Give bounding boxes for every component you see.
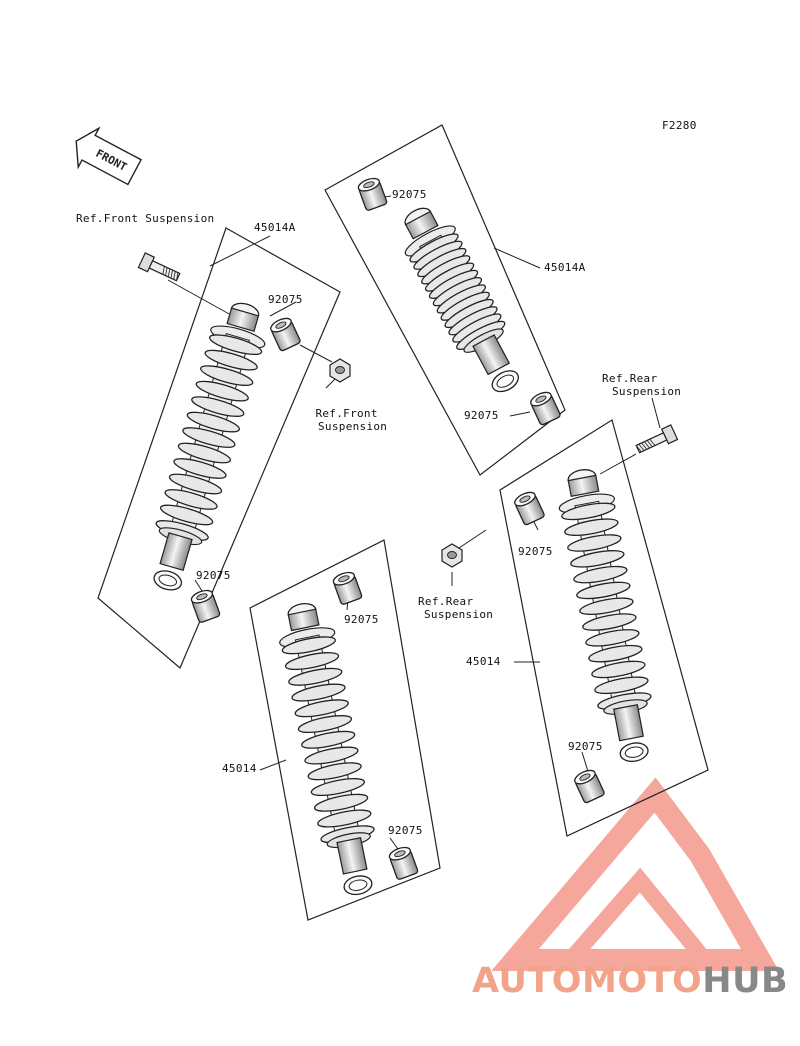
bolt-rear-suspension [635, 424, 679, 454]
shock-absorber-45014-bottom [279, 603, 375, 896]
assembly-frame-45014-bottom [249, 539, 441, 921]
part-number-45014-bottom: 45014 [222, 762, 257, 775]
watermark-logo [491, 777, 779, 971]
shock-absorber-45014A-top [404, 207, 519, 393]
ref-rear-line2: Suspension [612, 384, 682, 398]
bushing-92075-top-top [357, 177, 388, 211]
ref-front-line2: Suspension [318, 419, 388, 433]
part-number-45014A-left: 45014A [254, 221, 296, 234]
part-number-45014A-top: 45014A [544, 261, 586, 274]
bushing-92075-top-bottom [530, 391, 561, 426]
ref-front-suspension-label-mid: Ref.Front Suspension [306, 407, 388, 433]
watermark-text-hub: HUB [702, 961, 789, 1001]
ref-rear-line1: Ref.Rear [602, 372, 658, 385]
ref-rear-suspension-label-mid: Ref.Rear Suspension [418, 595, 494, 621]
part-number-92075-right-top: 92075 [518, 545, 553, 558]
bushing-92075-right-bottom [574, 769, 605, 804]
front-arrow-icon: FRONT [75, 126, 143, 186]
assembly-frame-45014A-left [97, 227, 341, 669]
watermark-text-automoto: AUTOMOTO [472, 961, 703, 1001]
bushing-92075-left-bottom [190, 589, 221, 623]
nut-front-suspension [329, 358, 351, 383]
ref-front-line1: Ref.Front [315, 407, 378, 420]
part-number-92075-right-bottom: 92075 [568, 740, 603, 753]
bolt-front-suspension [137, 252, 181, 282]
part-number-92075-left-top: 92075 [268, 293, 303, 306]
ref-rear-line1-b: Ref.Rear [418, 595, 474, 608]
nut-rear-suspension [441, 543, 463, 568]
assembly-frame-45014A-top [324, 124, 566, 476]
bushing-92075-bottom-bottom [388, 846, 419, 880]
figure-code: F2280 [662, 119, 697, 132]
watermark-text: AUTOMOTOHUB [472, 961, 788, 1001]
bushing-92075-right-top [514, 491, 545, 526]
part-number-92075-top-top: 92075 [392, 188, 427, 201]
part-number-92075-left-bottom: 92075 [196, 569, 231, 582]
part-number-45014-right: 45014 [466, 655, 501, 668]
ref-front-suspension-label-top: Ref.Front Suspension [76, 212, 215, 225]
assembly-frame-45014-right [499, 419, 709, 837]
ref-rear-line2-b: Suspension [424, 607, 494, 621]
bushing-92075-left-top [270, 317, 301, 352]
bushing-92075-bottom-top [332, 571, 363, 605]
shock-absorber-45014-right [558, 469, 652, 763]
shock-absorber-45014A-left [153, 302, 266, 591]
part-number-92075-top-bottom: 92075 [464, 409, 499, 422]
part-number-92075-bottom-top: 92075 [344, 613, 379, 626]
part-number-92075-bottom-bottom: 92075 [388, 824, 423, 837]
ref-rear-suspension-label-right: Ref.Rear Suspension [602, 372, 682, 398]
